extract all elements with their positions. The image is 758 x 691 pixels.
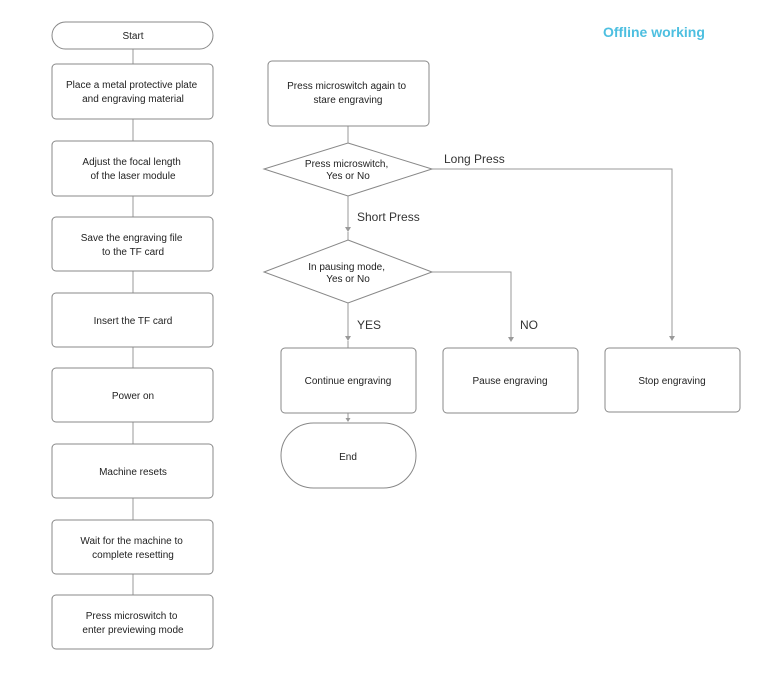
process-box <box>604 347 741 413</box>
node-label-line: and engraving material <box>82 94 184 105</box>
arrowhead <box>345 336 351 341</box>
arrowhead <box>508 337 514 342</box>
svg-text:In pausing mode, Yes or: In pausing mode, Yes or No <box>308 262 388 285</box>
node-decision-press: Press microswitch, Yes or No <box>262 142 434 197</box>
decision-diamond <box>262 142 434 197</box>
process-box <box>51 63 214 120</box>
edge-label-yes: YES <box>357 318 381 332</box>
svg-text:End: End <box>339 452 357 463</box>
node-label-line: Pause engraving <box>472 376 547 387</box>
process-box <box>51 216 214 272</box>
node-machine-resets: Machine resets <box>51 443 214 499</box>
page-title: Offline working <box>603 24 705 40</box>
process-box <box>280 347 417 414</box>
process-box <box>51 443 214 499</box>
node-adjust-focal: Adjust the focal length of the laser mod… <box>51 140 214 197</box>
node-label-line: End <box>339 452 357 463</box>
process-box <box>442 347 579 414</box>
node-label-line: Stop engraving <box>638 376 705 387</box>
node-decision-pausing: In pausing mode, Yes or No <box>262 239 434 304</box>
node-pause-engraving: Pause engraving <box>442 347 579 414</box>
node-label-line: stare engraving <box>314 95 383 106</box>
terminator-shape <box>280 422 417 489</box>
node-press-preview: Press microswitch to enter previewing mo… <box>51 594 214 650</box>
edge-label-long-press: Long Press <box>444 152 505 166</box>
process-box <box>51 594 214 650</box>
node-label-line: Continue engraving <box>305 376 392 387</box>
process-box <box>51 367 214 423</box>
process-box <box>267 60 430 127</box>
node-label-line: Save the engraving file <box>81 233 183 244</box>
node-label-line: Wait for the machine to <box>80 536 183 547</box>
node-place-plate: Place a metal protective plate and engra… <box>51 63 214 120</box>
right-area-connectors <box>345 126 675 422</box>
node-save-file: Save the engraving file to the TF card <box>51 216 214 272</box>
node-label-line: to the TF card <box>102 247 164 258</box>
node-label-line: Press microswitch, <box>305 159 388 170</box>
process-box <box>51 292 214 348</box>
node-stop-engraving: Stop engraving <box>604 347 741 413</box>
svg-text:Adjust the focal length: Adjust the focal length of the laser mod… <box>82 157 183 182</box>
node-label-line: Machine resets <box>99 467 167 478</box>
process-box <box>51 519 214 575</box>
arrowhead <box>669 336 675 341</box>
svg-text:Continue engraving: Continue engraving <box>305 376 392 387</box>
arrowhead <box>345 227 351 232</box>
node-label-line: Start <box>122 31 143 42</box>
svg-text:Machine resets: Machine resets <box>99 467 167 478</box>
svg-text:Save the engraving file: Save the engraving file to the TF card <box>81 233 186 258</box>
connector-long-press <box>432 168 673 336</box>
node-label-line: Yes or No <box>326 171 370 182</box>
node-label-line: Press microswitch to <box>86 611 178 622</box>
node-insert-card: Insert the TF card <box>51 292 214 348</box>
node-wait-reset: Wait for the machine to complete resetti… <box>51 519 214 575</box>
svg-text:Stop engraving: Stop engraving <box>638 376 705 387</box>
node-label-line: enter previewing mode <box>82 625 184 636</box>
node-press-again: Press microswitch again to stare engravi… <box>267 60 430 127</box>
node-label-line: In pausing mode, <box>308 262 385 273</box>
node-start: Start <box>51 21 214 50</box>
node-label-line: Press microswitch again to <box>287 81 406 92</box>
svg-text:Pause engraving: Pause engraving <box>472 376 547 387</box>
svg-text:Wait for the machine to: Wait for the machine to complete resetti… <box>80 536 185 561</box>
node-label-line: Yes or No <box>326 274 370 285</box>
svg-text:Press microswitch, Yes o: Press microswitch, Yes or No <box>305 159 391 182</box>
node-label-line: Place a metal protective plate <box>66 80 198 91</box>
edge-label-no: NO <box>520 318 538 332</box>
svg-text:Press microswitch to ent: Press microswitch to enter previewing mo… <box>82 611 184 636</box>
svg-text:Insert the TF card: Insert the TF card <box>94 316 173 327</box>
node-label-line: complete resetting <box>92 550 174 561</box>
node-label-line: Adjust the focal length <box>82 157 180 168</box>
svg-text:Power on: Power on <box>112 391 154 402</box>
svg-text:Start: Start <box>122 31 143 42</box>
decision-diamond <box>262 239 434 304</box>
process-box <box>51 140 214 197</box>
node-continue-engraving: Continue engraving <box>280 347 417 414</box>
edge-label-short-press: Short Press <box>357 210 420 224</box>
node-power-on: Power on <box>51 367 214 423</box>
svg-text:Press microswitch again to: Press microswitch again to stare engravi… <box>287 81 409 106</box>
node-label-line: of the laser module <box>90 171 175 182</box>
node-label-line: Insert the TF card <box>94 316 173 327</box>
node-label-line: Power on <box>112 391 154 402</box>
connector-no <box>432 271 512 337</box>
terminator-shape <box>51 21 214 50</box>
svg-text:Place a metal protective plate: Place a metal protective plate and engra… <box>66 80 200 105</box>
arrowhead <box>345 418 351 422</box>
node-end: End <box>280 422 417 489</box>
